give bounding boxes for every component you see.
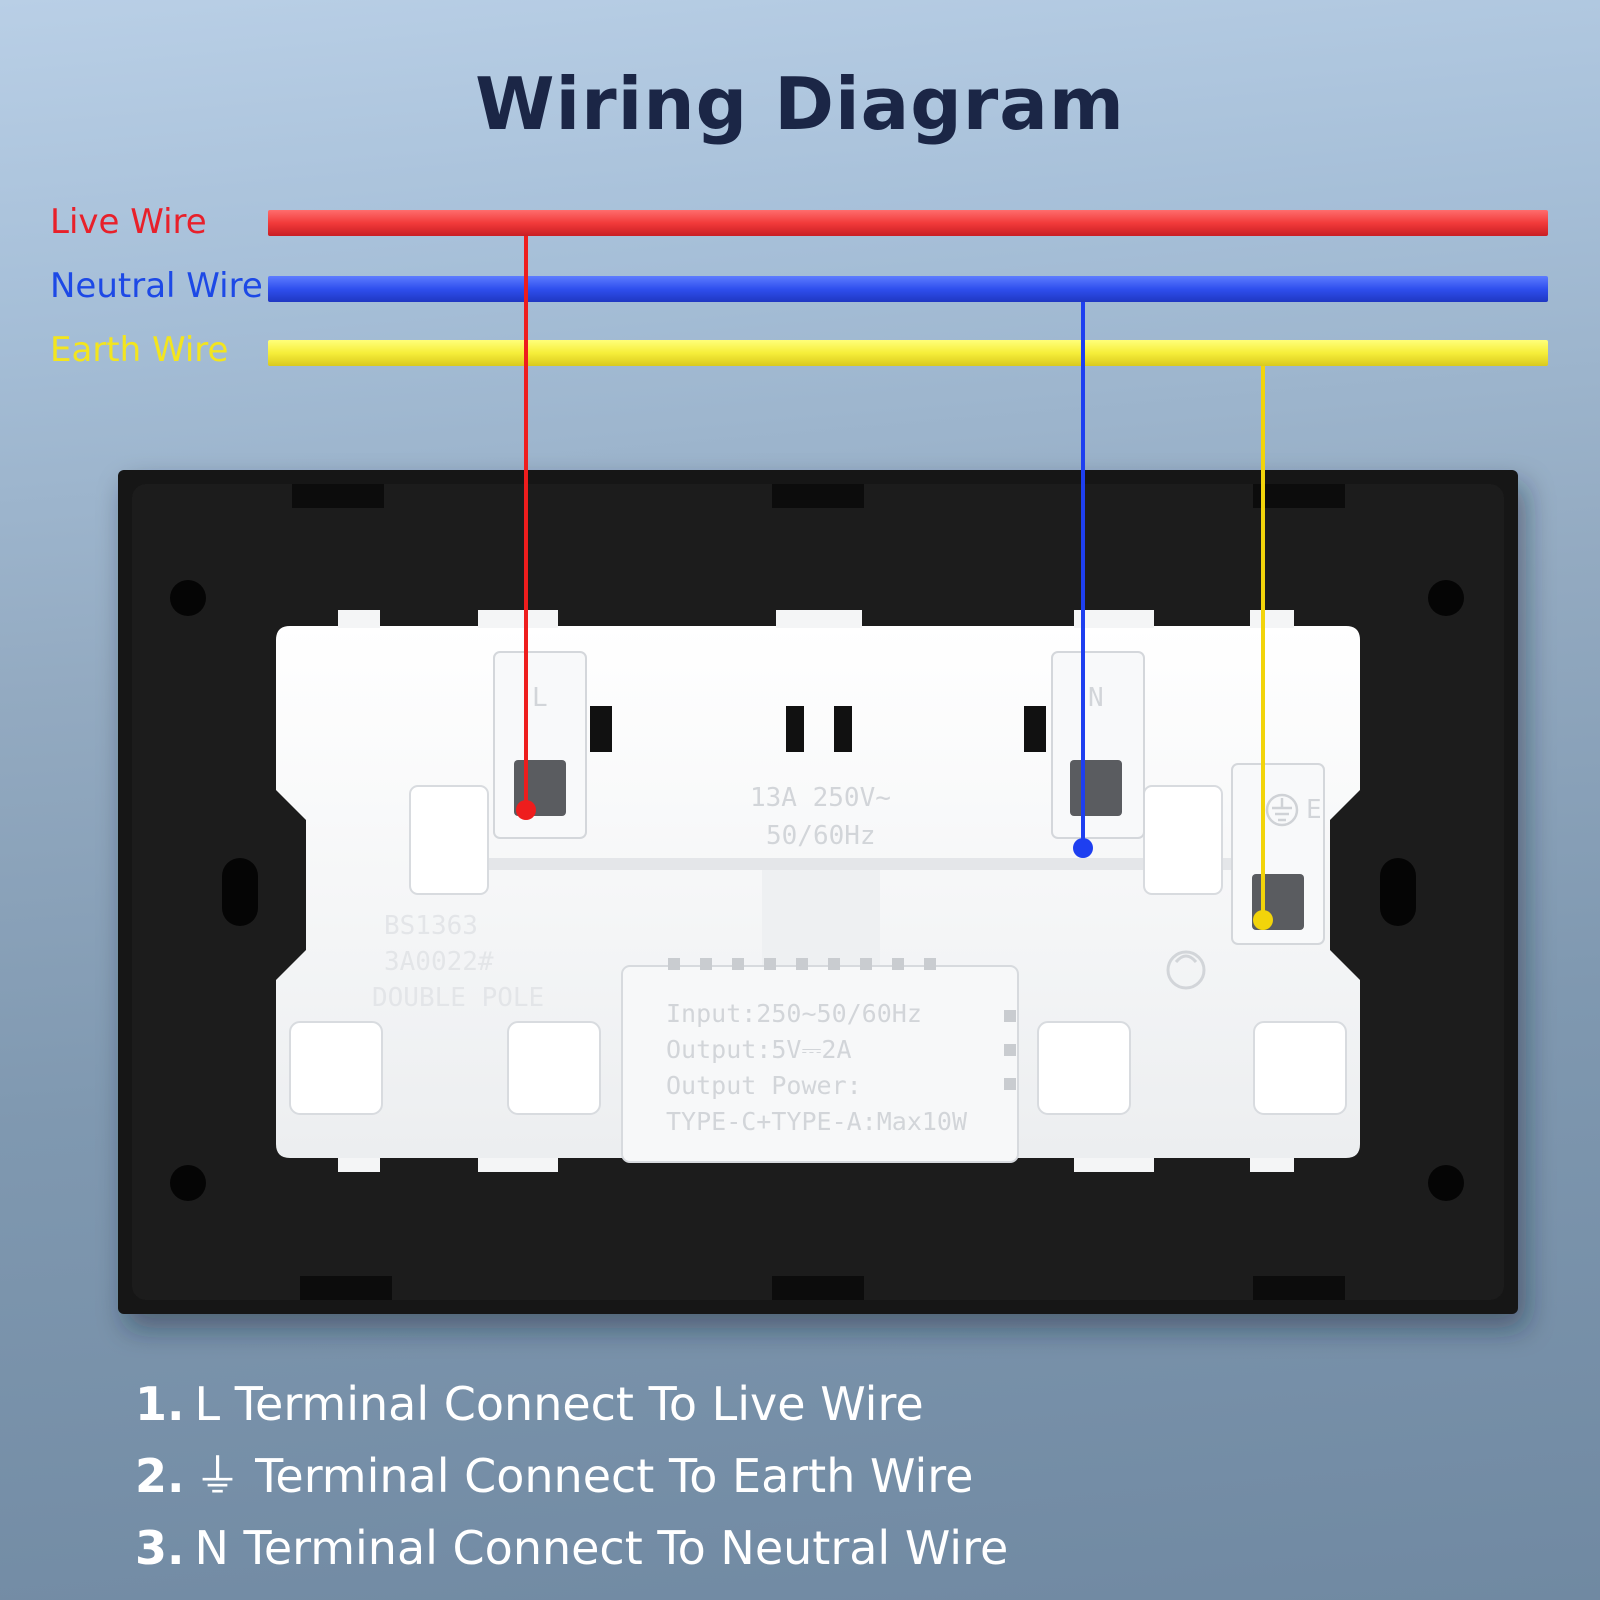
usb-input-spec: Input:250~50/60Hz: [666, 999, 922, 1028]
socket-body: [276, 610, 1360, 1172]
earth-symbol-icon: [1265, 793, 1299, 827]
standard-line-2: 3A0022#: [384, 947, 494, 977]
usb-output-power-spec: Output Power:: [666, 1071, 862, 1100]
live-wire-bar: [268, 210, 1548, 236]
instruction-text: Terminal Connect To Earth Wire: [255, 1449, 974, 1503]
usb-module: [621, 958, 1019, 1163]
earth-wire-label: Earth Wire: [50, 330, 229, 370]
usb-output-spec: Output:5V⎓2A: [666, 1035, 852, 1064]
instruction-text: Terminal Connect To Neutral Wire: [243, 1521, 1009, 1575]
terminal-letter-earth: E: [1306, 795, 1322, 825]
instruction-number: 2.: [135, 1449, 185, 1503]
standard-line-1: BS1363: [384, 911, 478, 941]
usb-types-spec: TYPE-C+TYPE-A:Max10W: [666, 1107, 968, 1136]
neutral-wire-label: Neutral Wire: [50, 266, 263, 306]
frame-notches: [292, 484, 1345, 1300]
instruction-item: 3.N Terminal Connect To Neutral Wire: [135, 1512, 1008, 1584]
earth-terminal-dot: [1253, 910, 1273, 930]
instruction-prefix: L: [194, 1377, 221, 1431]
live-terminal-dot: [516, 800, 536, 820]
earth-symbol-prefix-icon: ⏚: [194, 1449, 241, 1503]
instruction-list: 1.L Terminal Connect To Live Wire 2.⏚ Te…: [135, 1368, 1008, 1584]
neutral-wire-bar: [268, 276, 1548, 302]
live-wire-label: Live Wire: [50, 202, 207, 242]
terminal-letter-live: L: [532, 683, 548, 713]
screw-holes: [170, 580, 1464, 1201]
rating-line-2: 50/60Hz: [766, 821, 876, 851]
instruction-number: 3.: [135, 1521, 185, 1575]
rating-line-1: 13A 250V~: [750, 783, 891, 813]
instruction-item: 2.⏚ Terminal Connect To Earth Wire: [135, 1440, 1008, 1512]
ce-mark-icon: [1166, 950, 1206, 990]
instruction-text: Terminal Connect To Live Wire: [234, 1377, 924, 1431]
terminal-letter-neutral: N: [1088, 683, 1104, 713]
diagram-title: Wiring Diagram: [475, 62, 1125, 146]
instruction-item: 1.L Terminal Connect To Live Wire: [135, 1368, 1008, 1440]
instruction-prefix: N: [194, 1521, 229, 1575]
standard-line-3: DOUBLE POLE: [372, 983, 544, 1013]
earth-wire-bar: [268, 340, 1548, 366]
neutral-terminal-dot: [1073, 838, 1093, 858]
instruction-number: 1.: [135, 1377, 185, 1431]
